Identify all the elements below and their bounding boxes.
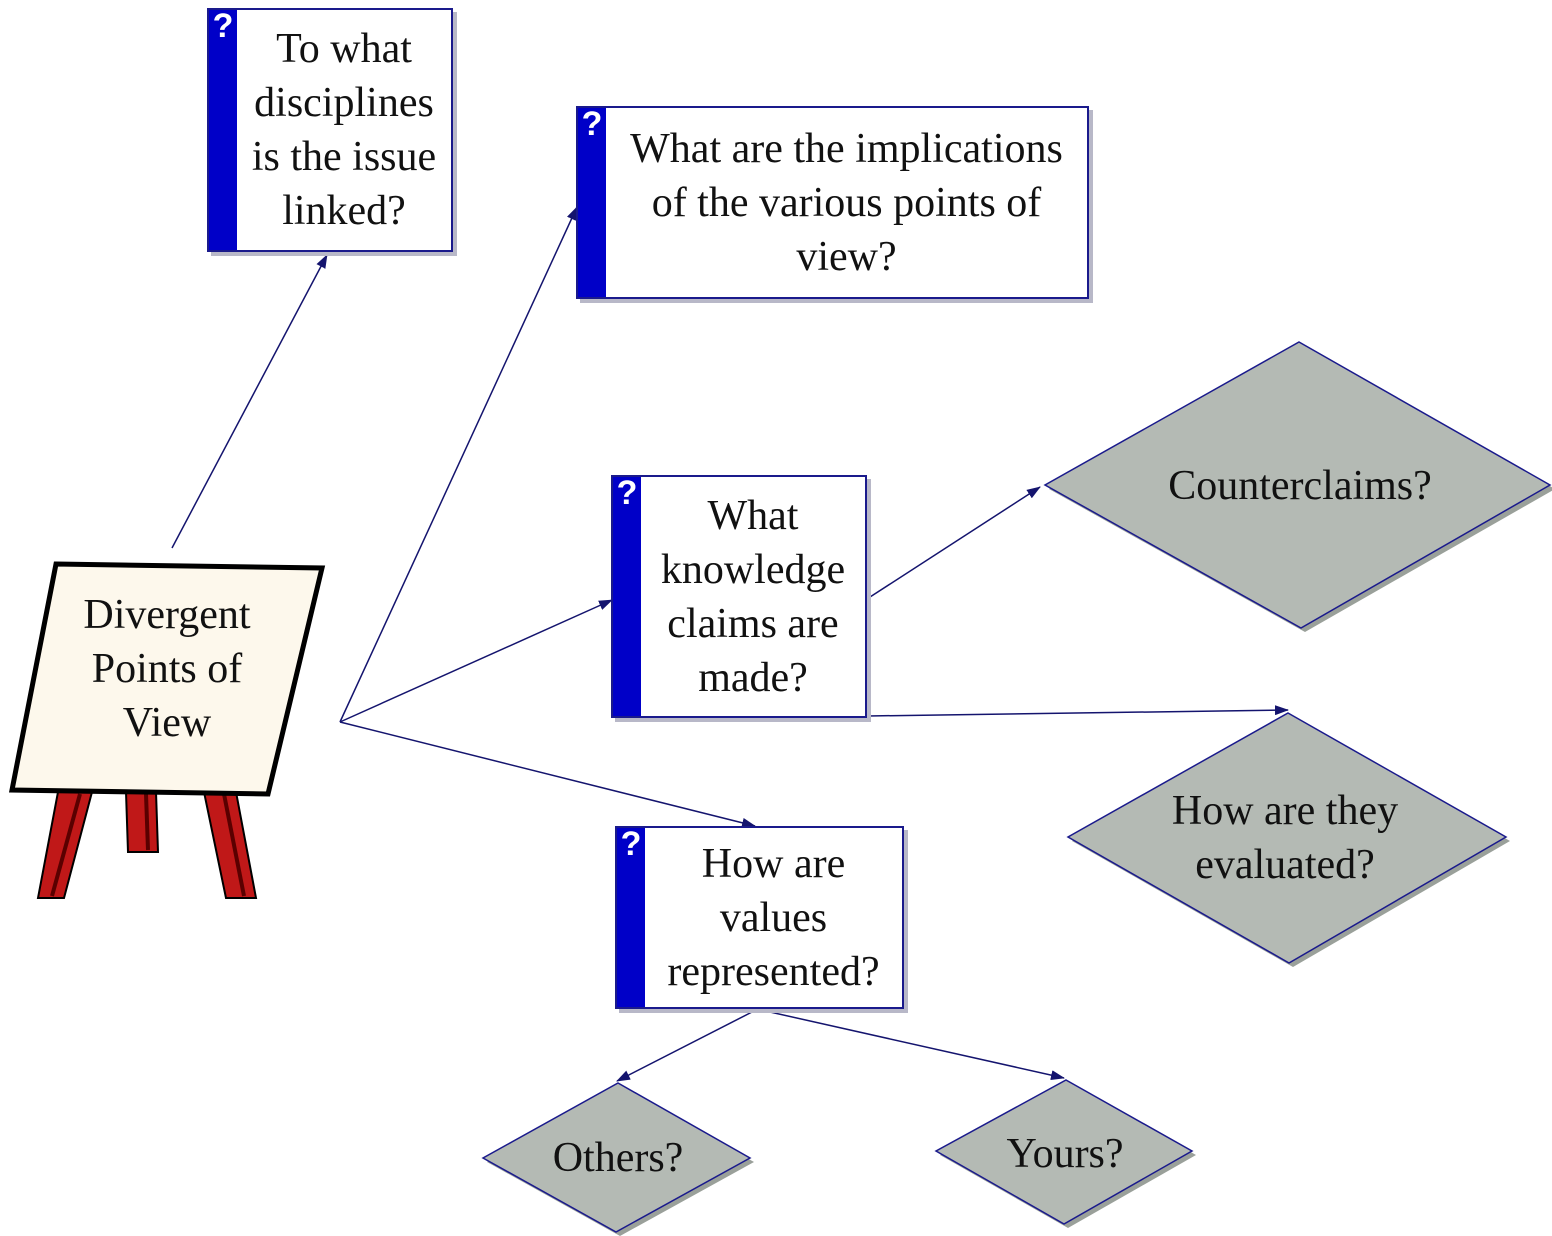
- question-mark-icon: ?: [616, 474, 638, 512]
- question-mark-icon: ?: [212, 7, 234, 45]
- question-knowledge-text: What knowledge claims are made?: [660, 492, 846, 701]
- edge-root-to-disciplines: [171, 254, 328, 549]
- edge-root-to-implications: [339, 206, 578, 723]
- question-band: [209, 10, 237, 250]
- easel-leg-right: [202, 791, 258, 899]
- others-label: Others?: [552, 1135, 684, 1181]
- evaluated-label: How are they evaluated?: [1171, 788, 1399, 888]
- edge-knowledge-to-evaluated: [867, 705, 1289, 717]
- diamond-others: [481, 1082, 754, 1236]
- easel-leg-middle: [124, 791, 160, 853]
- question-values: ? How are values represented?: [615, 825, 904, 1009]
- diamond-yours: [934, 1079, 1196, 1228]
- diamond-evaluated: [1066, 712, 1510, 967]
- question-values-text: How are values represented?: [667, 840, 880, 995]
- edge-knowledge-to-counterclaims: [869, 486, 1041, 598]
- question-band: [617, 828, 645, 1007]
- edge-root-to-knowledge: [339, 599, 613, 723]
- question-disciplines-text: To what disciplines is the issue linked?: [251, 26, 437, 234]
- easel-icon: [8, 561, 326, 899]
- question-implications-text: What are the implications of the various…: [630, 125, 1063, 280]
- question-mark-icon: ?: [620, 825, 642, 863]
- easel-board: [8, 561, 326, 797]
- counterclaims-label: Counterclaims?: [1168, 463, 1432, 509]
- root-label: Divergent Points of View: [83, 592, 251, 746]
- yours-label: Yours?: [1006, 1131, 1124, 1177]
- question-mark-icon: ?: [581, 105, 603, 143]
- question-disciplines: ? To what disciplines is the issue linke…: [207, 7, 453, 252]
- question-knowledge: ? What knowledge claims are made?: [611, 474, 867, 718]
- question-implications: ? What are the implications of the vario…: [576, 105, 1089, 299]
- edge-values-to-others: [616, 1011, 753, 1082]
- question-band: [578, 108, 606, 297]
- diamond-counterclaims: [1043, 341, 1552, 632]
- question-band: [613, 477, 641, 716]
- edge-values-to-yours: [769, 1011, 1065, 1081]
- edge-root-to-values: [339, 721, 756, 828]
